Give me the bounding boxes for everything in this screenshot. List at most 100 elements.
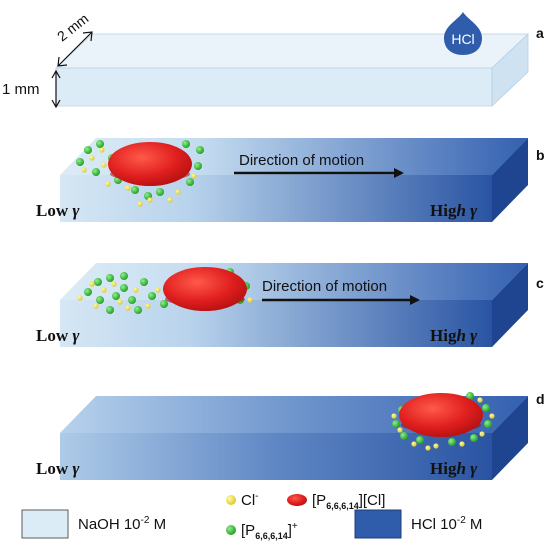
slab-a-side xyxy=(491,33,529,107)
cation-particle xyxy=(112,292,120,300)
chloride-particle xyxy=(489,413,495,419)
cation-particle xyxy=(148,292,156,300)
panel-c-letter: c xyxy=(536,275,544,291)
width-dim-arrow-bottom xyxy=(57,56,68,67)
cation-particle xyxy=(84,146,92,154)
legend-cation-label: [P6,6,6,14]+ xyxy=(241,521,298,541)
chloride-particle xyxy=(425,445,431,451)
panel-d-letter: d xyxy=(536,391,545,407)
motion-label-b: Direction of motion xyxy=(239,152,364,169)
legend-naoh-label: NaOH 10-2 M xyxy=(78,515,166,533)
chloride-particle xyxy=(145,303,151,309)
ions-b xyxy=(76,140,204,207)
cation-particle xyxy=(92,168,100,176)
cation-particle xyxy=(466,392,474,400)
chloride-particle xyxy=(111,281,117,287)
cation-particle xyxy=(470,434,478,442)
chloride-particle xyxy=(137,201,143,207)
chloride-particle xyxy=(133,287,139,293)
cation-particle xyxy=(134,306,142,314)
cation-particle xyxy=(482,404,490,412)
chloride-particle xyxy=(175,189,181,195)
chloride-particle xyxy=(77,295,83,301)
low-label-d: Low γ xyxy=(36,459,80,478)
legend-ionic-liquid-icon xyxy=(287,494,307,506)
chloride-particle xyxy=(391,413,397,419)
hcl-drop xyxy=(444,12,482,55)
chloride-particle xyxy=(459,441,465,447)
cation-particle xyxy=(156,188,164,196)
legend-naoh-swatch xyxy=(21,509,69,539)
chloride-particle xyxy=(191,173,197,179)
droplet-d xyxy=(399,393,483,437)
droplet-c xyxy=(163,267,247,311)
chloride-particle xyxy=(93,303,99,309)
low-label-c: Low γ xyxy=(36,326,80,345)
chloride-particle xyxy=(81,167,87,173)
motion-label-c: Direction of motion xyxy=(262,278,387,295)
panel-d: Low γ High γ d xyxy=(36,391,545,480)
chloride-particle xyxy=(433,443,439,449)
low-label-b: Low γ xyxy=(36,201,80,220)
cation-particle xyxy=(416,436,424,444)
height-dim-arrow-top xyxy=(51,69,61,79)
chloride-particle xyxy=(167,197,173,203)
cation-particle xyxy=(106,274,114,282)
legend-ionic-liquid-label: [P6,6,6,14][Cl] xyxy=(312,492,385,511)
cation-particle xyxy=(96,296,104,304)
droplet-b xyxy=(108,142,192,186)
cation-particle xyxy=(186,178,194,186)
chloride-particle xyxy=(125,185,131,191)
cation-particle xyxy=(194,162,202,170)
cation-particle xyxy=(400,432,408,440)
cation-particle xyxy=(94,278,102,286)
legend-cation-icon xyxy=(226,525,236,535)
cation-particle xyxy=(84,288,92,296)
panel-a: 2 mm 1 mm HCl a xyxy=(2,10,544,109)
slab-b-front xyxy=(60,175,492,222)
width-dim-arrow-top xyxy=(82,31,93,42)
high-label-c: High γ xyxy=(430,326,478,345)
cation-particle xyxy=(448,438,456,446)
legend: NaOH 10-2 M Cl- [P6,6,6,14]+ [P6,6,6,14]… xyxy=(21,491,482,541)
legend-hcl-swatch xyxy=(354,509,402,539)
chloride-particle xyxy=(411,441,417,447)
slab-a-front xyxy=(55,67,493,107)
high-label-b: High γ xyxy=(430,201,478,220)
chloride-particle xyxy=(147,197,153,203)
hcl-drop-label: HCl xyxy=(451,31,474,47)
slab-d-side xyxy=(492,396,528,480)
panel-c: Direction of motion Low γ High γ c xyxy=(36,263,544,347)
cation-particle xyxy=(182,140,190,148)
cation-particle xyxy=(120,272,128,280)
chloride-particle xyxy=(89,155,95,161)
cation-particle xyxy=(131,186,139,194)
slab-d-front xyxy=(60,433,492,480)
chloride-particle xyxy=(99,147,105,153)
chloride-particle xyxy=(101,287,107,293)
cation-particle xyxy=(160,300,168,308)
ions-d xyxy=(391,392,495,451)
cation-particle xyxy=(76,158,84,166)
chloride-particle xyxy=(101,162,107,168)
chloride-particle xyxy=(477,397,483,403)
slab-c-front xyxy=(60,300,492,347)
slab-b-side xyxy=(492,138,528,222)
width-dimension-label: 2 mm xyxy=(54,10,91,44)
cation-particle xyxy=(106,306,114,314)
legend-hcl-label: HCl 10-2 M xyxy=(411,515,482,533)
chloride-particle xyxy=(155,287,161,293)
legend-chloride-icon xyxy=(226,495,236,505)
panel-b: Direction of motion Low γ High γ b xyxy=(36,138,545,222)
cation-particle xyxy=(484,420,492,428)
height-dimension-label: 1 mm xyxy=(2,81,40,98)
cation-particle xyxy=(120,284,128,292)
cation-particle xyxy=(128,296,136,304)
cation-particle xyxy=(96,140,104,148)
chloride-particle xyxy=(247,297,253,303)
legend-chloride-label: Cl- xyxy=(241,491,259,509)
chloride-particle xyxy=(125,305,131,311)
panel-a-letter: a xyxy=(536,25,544,41)
cation-particle xyxy=(392,420,400,428)
